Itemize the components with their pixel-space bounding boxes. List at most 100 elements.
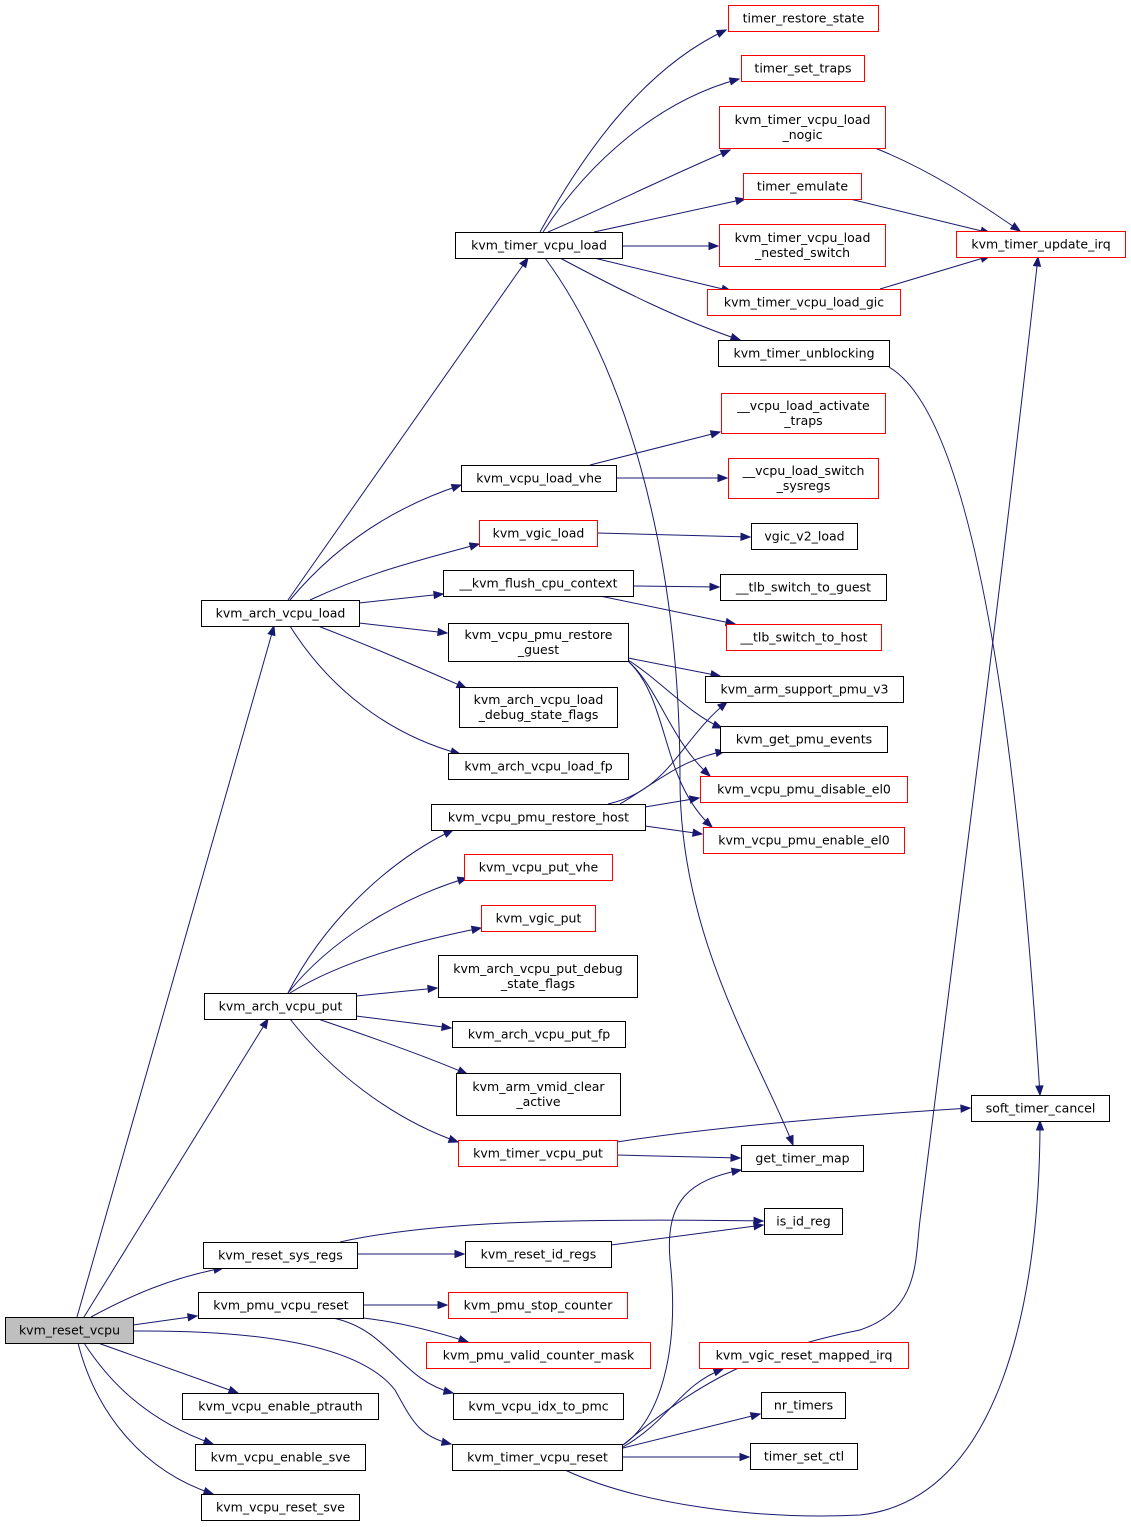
node-timer-emulate[interactable]: timer_emulate xyxy=(743,173,862,200)
node-set-ctl[interactable]: timer_set_ctl xyxy=(750,1443,858,1470)
node-label: kvm_vgic_put xyxy=(496,911,582,926)
node-is-id-reg[interactable]: is_id_reg xyxy=(764,1208,843,1235)
node-pmu-restore-host[interactable]: kvm_vcpu_pmu_restore_host xyxy=(431,804,646,831)
node-set-traps[interactable]: timer_set_traps xyxy=(741,55,865,82)
node-pmu-restore-guest[interactable]: kvm_vcpu_pmu_restore_guest xyxy=(448,623,629,662)
node-vgic-put[interactable]: kvm_vgic_put xyxy=(481,905,596,932)
node-box xyxy=(726,624,882,651)
edge-timer_reset-to-set_ctl xyxy=(623,1452,751,1462)
edge-vgic_load-to-v2_load xyxy=(596,532,752,541)
node-label: kvm_vcpu_load_vhe xyxy=(476,471,602,486)
edge-line xyxy=(339,1219,764,1243)
node-label: get_timer_map xyxy=(755,1151,849,1166)
node-label: kvm_vcpu_pmu_restore xyxy=(465,627,613,642)
node-nr-timers[interactable]: nr_timers xyxy=(761,1392,846,1419)
node-box xyxy=(741,55,865,82)
node-idx-pmc[interactable]: kvm_vcpu_idx_to_pmc xyxy=(453,1393,624,1420)
edge-line xyxy=(132,1315,198,1326)
node-timer-load[interactable]: kvm_timer_vcpu_load xyxy=(455,232,623,259)
node-reset-mapped[interactable]: kvm_vgic_reset_mapped_irq xyxy=(699,1342,909,1369)
node-v2-load[interactable]: vgic_v2_load xyxy=(751,523,858,550)
edge-line xyxy=(132,1330,452,1445)
node-support-v3[interactable]: kvm_arm_support_pmu_v3 xyxy=(705,676,904,703)
edge-arrowhead xyxy=(960,1104,972,1113)
edge-line xyxy=(559,257,741,341)
edge-line xyxy=(599,595,736,625)
node-label: kvm_reset_id_regs xyxy=(481,1247,597,1262)
edge-line xyxy=(289,484,462,601)
node-flush-ctx[interactable]: __kvm_flush_cpu_context xyxy=(443,570,634,597)
edge-arch_load-to-pmu_restore_guest xyxy=(358,622,449,637)
edge-line xyxy=(289,927,482,994)
edge-pmu_reset-to-pmu_stop xyxy=(363,1300,449,1310)
edge-arrowhead xyxy=(433,590,445,600)
edge-arrowhead xyxy=(519,256,529,269)
node-vgic-load[interactable]: kvm_vgic_load xyxy=(479,520,598,547)
node-tlb-host[interactable]: __tlb_switch_to_host xyxy=(726,624,882,651)
edge-arrowhead xyxy=(447,1134,460,1143)
node-en-ptrauth[interactable]: kvm_vcpu_enable_ptrauth xyxy=(182,1393,379,1420)
node-box xyxy=(743,173,862,200)
edge-line xyxy=(287,257,529,601)
node-get-events[interactable]: kvm_get_pmu_events xyxy=(720,726,888,753)
node-restore-state[interactable]: timer_restore_state xyxy=(728,5,879,32)
node-vmid-clear[interactable]: kvm_arm_vmid_clear_active xyxy=(456,1073,621,1116)
node-activate-traps[interactable]: __vcpu_load_activate_traps xyxy=(721,393,886,434)
node-put-vhe[interactable]: kvm_vcpu_put_vhe xyxy=(464,854,613,881)
node-timer-reset[interactable]: kvm_timer_vcpu_reset xyxy=(452,1444,623,1471)
edge-timer_reset-to-nr_timers xyxy=(622,1412,762,1449)
node-reset-sys[interactable]: kvm_reset_sys_regs xyxy=(203,1242,358,1269)
edge-flush_ctx-to-tlb_guest xyxy=(632,582,721,592)
node-box xyxy=(5,1317,134,1344)
node-en-sve[interactable]: kvm_vcpu_enable_sve xyxy=(195,1444,366,1471)
edge-pmu_restore_host-to-support_v3 xyxy=(607,701,729,805)
node-put-fp[interactable]: kvm_arch_vcpu_put_fp xyxy=(452,1021,626,1048)
node-pmu-valid[interactable]: kvm_pmu_valid_counter_mask xyxy=(426,1342,651,1369)
node-timer-put[interactable]: kvm_timer_vcpu_put xyxy=(458,1140,618,1167)
node-label: kvm_timer_unblocking xyxy=(733,346,874,361)
node-reset-sve[interactable]: kvm_vcpu_reset_sve xyxy=(201,1494,360,1521)
node-get-timer-map[interactable]: get_timer_map xyxy=(741,1145,864,1172)
node-switch-sysregs[interactable]: __vcpu_load_switch_sysregs xyxy=(728,458,879,499)
node-pmu-reset[interactable]: kvm_pmu_vcpu_reset xyxy=(198,1292,364,1319)
edge-arrowhead xyxy=(709,430,722,439)
node-tlb-guest[interactable]: __tlb_switch_to_guest xyxy=(720,574,887,601)
node-enable-el0[interactable]: kvm_vcpu_pmu_enable_el0 xyxy=(703,827,905,854)
node-pmu-stop[interactable]: kvm_pmu_stop_counter xyxy=(448,1292,628,1319)
node-arch-put[interactable]: kvm_arch_vcpu_put xyxy=(204,993,357,1020)
node-load-fp[interactable]: kvm_arch_vcpu_load_fp xyxy=(448,753,629,780)
node-box xyxy=(720,574,887,601)
node-box xyxy=(721,393,886,434)
edge-line xyxy=(644,825,703,835)
node-label: kvm_arch_vcpu_put_fp xyxy=(468,1027,610,1042)
edge-line xyxy=(607,701,728,805)
edge-arch_put-to-put_debug xyxy=(355,984,439,997)
edge-root-to-arch_load xyxy=(76,624,276,1318)
node-box xyxy=(453,1393,624,1420)
edge-load_nogic-to-update_irq xyxy=(874,147,1022,232)
edge-timer_load-to-load_gic xyxy=(593,257,733,293)
node-load-gic[interactable]: kvm_timer_vcpu_load_gic xyxy=(707,289,901,316)
node-unblocking[interactable]: kvm_timer_unblocking xyxy=(718,340,890,367)
edge-line xyxy=(544,257,794,1146)
edge-line xyxy=(77,1342,214,1495)
node-load-nogic[interactable]: kvm_timer_vcpu_load_nogic xyxy=(719,106,886,149)
node-reset-id[interactable]: kvm_reset_id_regs xyxy=(465,1241,612,1268)
node-disable-el0[interactable]: kvm_vcpu_pmu_disable_el0 xyxy=(700,776,908,803)
node-label: kvm_arm_support_pmu_v3 xyxy=(721,682,889,697)
node-load-nested[interactable]: kvm_timer_vcpu_load_nested_switch xyxy=(719,224,886,267)
node-soft-cancel[interactable]: soft_timer_cancel xyxy=(971,1095,1110,1122)
node-label: kvm_arch_vcpu_load_fp xyxy=(464,759,612,774)
node-load-debug[interactable]: kvm_arch_vcpu_load_debug_state_flags xyxy=(459,687,618,728)
node-label: __tlb_switch_to_guest xyxy=(735,580,871,595)
node-label: __tlb_switch_to_host xyxy=(740,630,868,645)
node-put-debug[interactable]: kvm_arch_vcpu_put_debug_state_flags xyxy=(438,955,638,998)
edge-line xyxy=(622,1169,742,1446)
node-load-vhe[interactable]: kvm_vcpu_load_vhe xyxy=(461,465,617,492)
node-arch-load[interactable]: kvm_arch_vcpu_load xyxy=(201,600,360,627)
node-update-irq[interactable]: kvm_timer_update_irq xyxy=(956,231,1126,258)
node-label: kvm_timer_vcpu_put xyxy=(473,1146,603,1161)
edge-line xyxy=(287,829,454,994)
node-label: kvm_vgic_load xyxy=(493,526,585,541)
edge-arrowhead xyxy=(259,1017,269,1030)
